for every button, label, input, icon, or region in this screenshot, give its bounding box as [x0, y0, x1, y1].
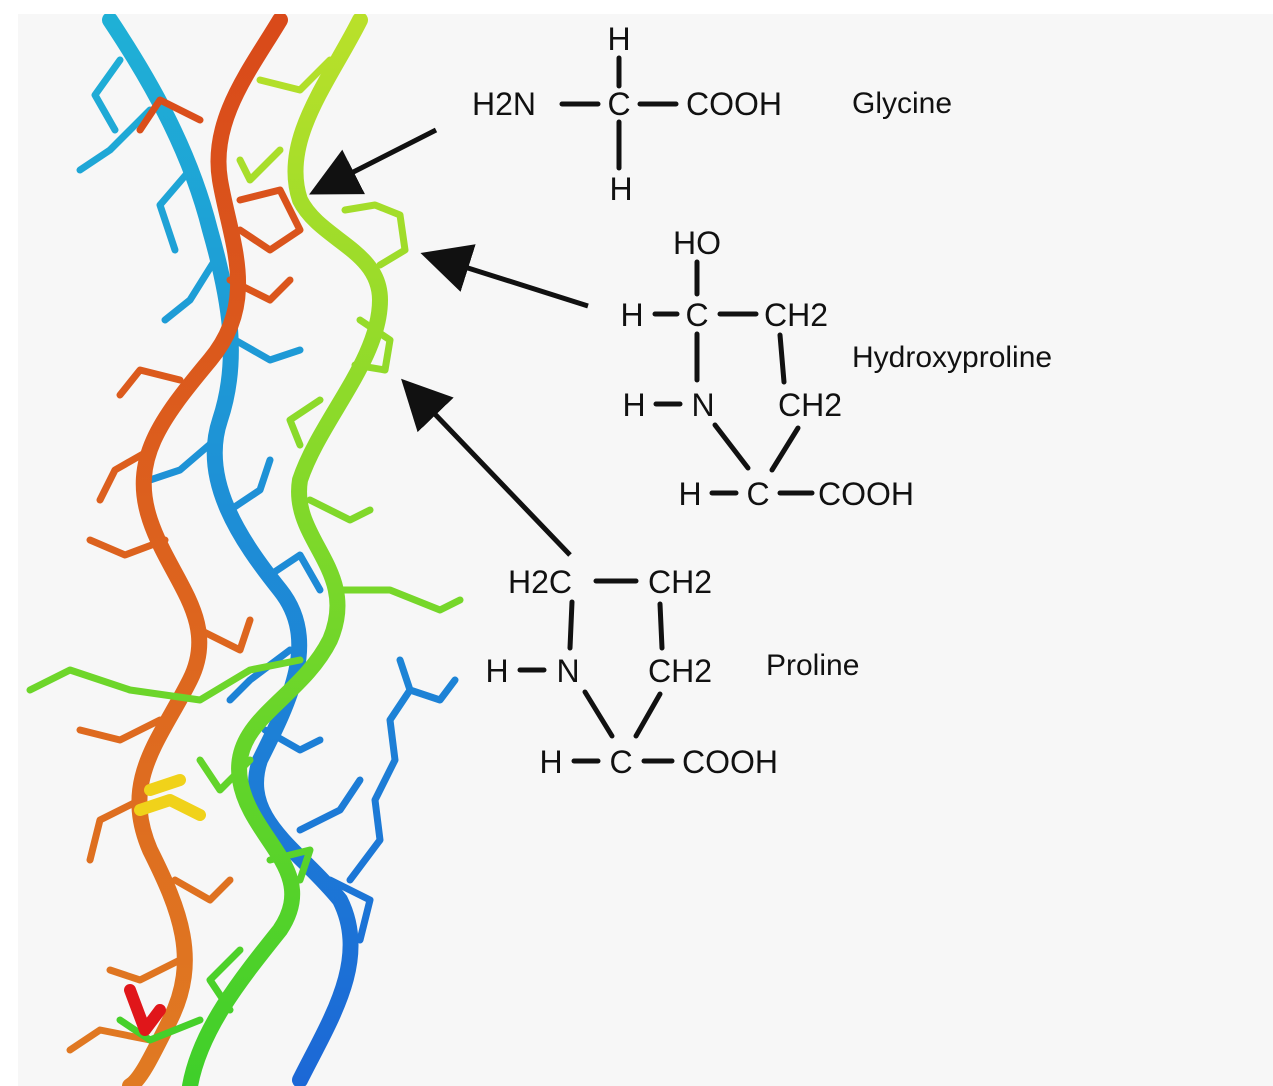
side-chain	[76, 716, 164, 744]
side-chain	[336, 586, 464, 614]
hydroxyproline-name: Hydroxyproline	[852, 341, 1052, 374]
arrow-icon	[309, 127, 438, 195]
side-chain	[351, 316, 394, 374]
proline-n: N	[556, 653, 579, 689]
side-chain	[26, 656, 304, 704]
side-chain	[296, 776, 364, 834]
side-chain	[226, 456, 274, 514]
strand-ribbon	[182, 14, 388, 1086]
proline-name: Proline	[766, 649, 859, 682]
bond	[567, 599, 575, 651]
highlight-residue-yellow	[134, 774, 206, 821]
proline-c-mid-right: CH2	[648, 653, 712, 689]
hydroxyproline-h-n: H	[622, 387, 645, 423]
proline-h-n: H	[485, 653, 508, 689]
side-chain	[146, 436, 219, 484]
glycine-name: Glycine	[852, 87, 952, 120]
hydroxyproline-h-ca: H	[620, 297, 643, 333]
arrow-icon	[401, 378, 572, 557]
side-chain	[86, 536, 169, 559]
side-chain	[226, 276, 294, 304]
hydroxyproline-ca: C	[685, 297, 708, 333]
glycine-h-top: H	[607, 21, 630, 57]
side-chain	[116, 366, 184, 399]
side-chain	[266, 846, 314, 884]
side-chain	[116, 1016, 204, 1044]
bond	[769, 425, 801, 473]
side-chain	[96, 446, 154, 504]
strand-ribbon	[122, 14, 288, 1086]
strand-side-chains	[26, 56, 464, 1044]
side-chain	[106, 956, 184, 984]
helix-strand-red-orange	[66, 14, 304, 1086]
highlight-residue-red	[124, 984, 166, 1036]
side-chain	[326, 876, 374, 944]
proline-bonds	[517, 578, 675, 764]
side-chain	[171, 876, 234, 904]
bond	[582, 689, 615, 739]
glycine-h-bottom: H	[609, 171, 632, 207]
hydroxyproline-n: N	[691, 387, 714, 423]
helix-strand-green-yellow	[26, 14, 464, 1086]
side-chain	[196, 616, 254, 654]
side-chain	[306, 496, 374, 524]
bond	[657, 601, 665, 651]
side-chain	[161, 256, 219, 324]
side-chain	[136, 96, 204, 134]
side-chain	[91, 56, 124, 134]
proline-structure: H2C CH2 H N CH2 Proline H C COOH	[485, 564, 859, 780]
side-chain	[226, 646, 294, 704]
side-chain	[86, 796, 144, 864]
hydroxyproline-cb: CH2	[764, 297, 828, 333]
hydroxyproline-carboxyl: COOH	[818, 476, 914, 512]
bond	[777, 332, 787, 385]
strand-side-chains	[76, 56, 374, 944]
proline-c-top-left: H2C	[508, 564, 572, 600]
side-chain	[76, 106, 154, 174]
hydroxyproline-cg: CH2	[778, 387, 842, 423]
proline-c: C	[609, 744, 632, 780]
pointer-arrows	[309, 127, 589, 557]
glycine-carboxyl: COOH	[686, 86, 782, 122]
side-chain	[231, 336, 304, 364]
side-chain	[286, 396, 324, 449]
glycine-structure: H H2N C COOH H Glycine	[472, 21, 952, 207]
glycine-bonds	[559, 55, 679, 171]
side-chain	[256, 56, 334, 94]
glycine-carbon: C	[607, 86, 630, 122]
side-chain	[66, 1026, 154, 1054]
side-chain	[206, 946, 244, 1014]
bond	[633, 691, 663, 739]
proline-carboxyl: COOH	[682, 744, 778, 780]
hydroxyproline-hydroxyl: HO	[673, 225, 721, 261]
hydroxyproline-h-cd: H	[678, 476, 701, 512]
side-chain	[236, 146, 284, 184]
strand-ribbon	[102, 14, 359, 1086]
side-chain	[341, 201, 409, 269]
side-chain	[266, 551, 324, 594]
strand-side-chains	[66, 96, 304, 1054]
hydroxyproline-structure: HO H C CH2 Hydroxyproline H N CH2 H C CO…	[620, 225, 1052, 512]
glycine-amine: H2N	[472, 86, 536, 122]
hydroxyproline-bonds	[652, 259, 815, 496]
collagen-helix-illustration	[26, 14, 464, 1086]
side-chain	[196, 756, 254, 794]
side-chain	[261, 726, 324, 754]
long-side-chain	[346, 656, 459, 884]
hydroxyproline-cd: C	[746, 476, 769, 512]
arrow-icon	[420, 244, 589, 309]
proline-h-c: H	[539, 744, 562, 780]
side-chain	[156, 166, 194, 254]
proline-c-top-right: CH2	[648, 564, 712, 600]
side-chain	[236, 186, 304, 254]
helix-strand-cyan-blue	[76, 14, 459, 1086]
bond	[712, 422, 751, 471]
